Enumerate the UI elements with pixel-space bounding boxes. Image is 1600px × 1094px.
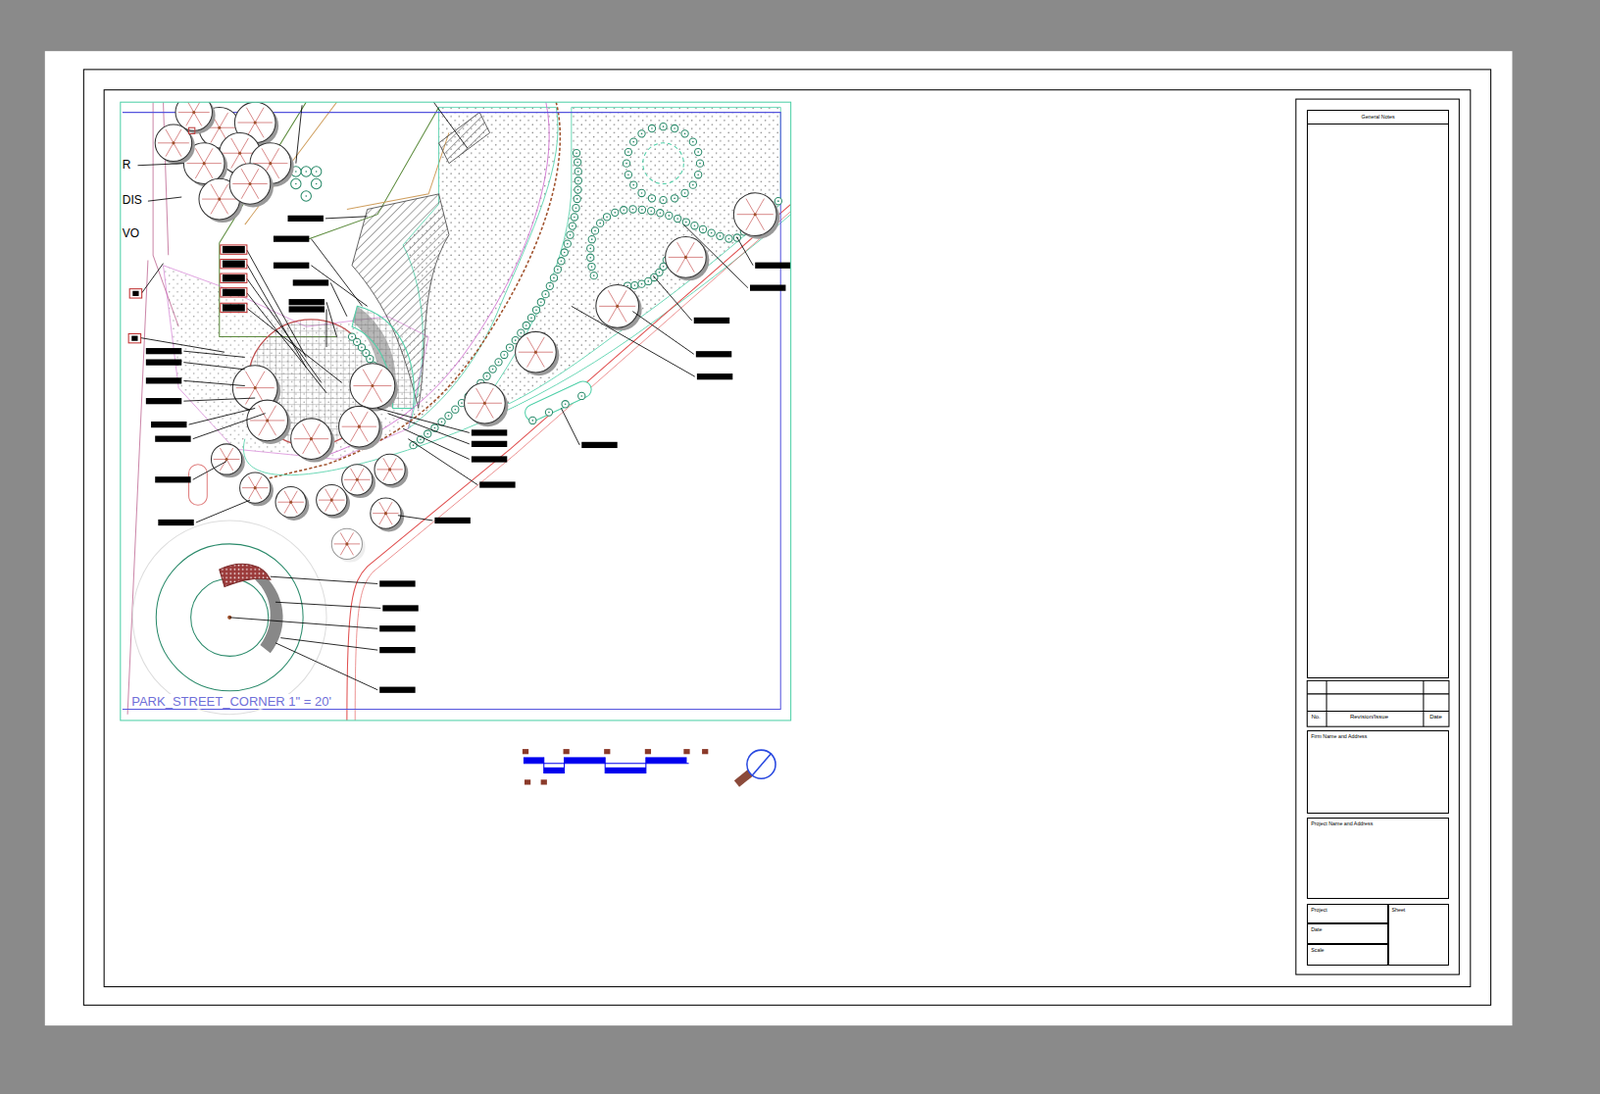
revision-table <box>1306 680 1450 727</box>
plant-label: R <box>121 157 133 172</box>
paper <box>45 50 1513 1026</box>
title-block-cell: Firm Name and Address <box>1306 730 1450 813</box>
title-block-cell: General Notes <box>1306 109 1450 679</box>
title-block-cell: Sheet <box>1388 903 1450 965</box>
cell-caption: Firm Name and Address <box>1307 731 1449 742</box>
title-block-cell: Project Name and Address <box>1306 817 1450 900</box>
cell-caption: Project Name and Address <box>1307 818 1449 829</box>
table-header: Revision/Issue <box>1349 713 1390 720</box>
table-header: No. <box>1309 713 1321 720</box>
plant-label: DIS <box>121 193 144 207</box>
shrubs <box>164 123 783 684</box>
north-arrow <box>736 750 776 784</box>
scale-bar <box>522 749 708 785</box>
table-header: Date <box>1428 713 1444 720</box>
panel-heading: General Notes <box>1307 110 1449 124</box>
circular-plaza <box>132 520 327 715</box>
plant-label: VO <box>121 226 141 241</box>
view-title: PARK_STREET_CORNER 1" = 20' <box>130 694 333 709</box>
inner-border <box>103 90 1471 988</box>
cell-caption: Date <box>1307 924 1387 935</box>
site-plan <box>120 101 792 721</box>
trees <box>154 101 780 562</box>
title-block-cell: Scale <box>1306 944 1388 966</box>
title-block-cell: Date <box>1306 923 1388 945</box>
cell-caption: Sheet <box>1389 904 1449 915</box>
cell-caption: Project <box>1307 904 1387 915</box>
callout-leaders <box>128 101 791 694</box>
outer-border <box>83 69 1491 1005</box>
title-block-cell: Project <box>1306 903 1388 924</box>
plan-frame <box>120 101 792 721</box>
title-block <box>1296 99 1460 975</box>
cell-caption: Scale <box>1307 945 1387 955</box>
